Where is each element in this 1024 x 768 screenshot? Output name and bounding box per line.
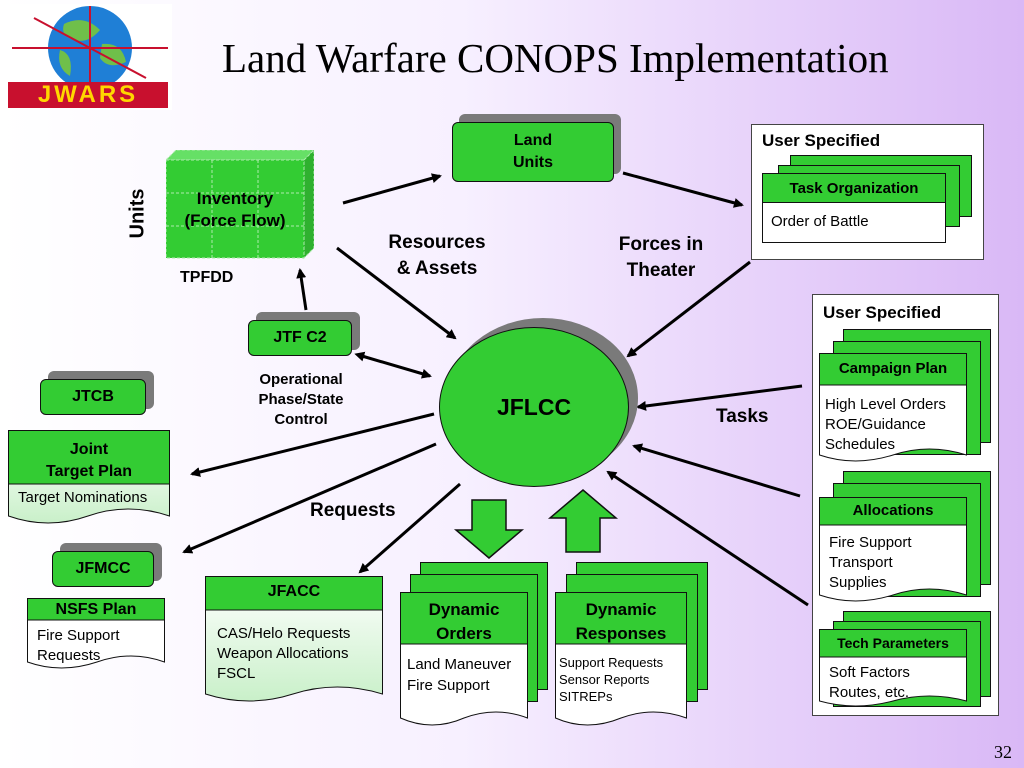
jflcc-label: JFLCC	[496, 393, 572, 420]
tpfdd-label: TPFDD	[180, 269, 234, 286]
dynamic-orders-doc: Dynamic Orders Land Maneuver Fire Suppor…	[400, 592, 528, 734]
arrow-tech-to-jflcc	[606, 470, 809, 607]
jtcb-box: JTCB	[40, 379, 146, 415]
order-of-battle-text: Order of Battle	[771, 213, 869, 230]
dynamic-orders-title-2: Orders	[436, 624, 492, 643]
allocations-doc: Allocations Fire Support Transport Suppl…	[819, 497, 967, 609]
arrow-inventory-to-land	[342, 173, 442, 205]
arrow-jflcc-to-target	[190, 412, 435, 477]
jwars-logo-text: JWARS	[37, 81, 139, 108]
arrow-alloc-to-jflcc	[632, 443, 801, 498]
jfacc-doc: JFACC CAS/Helo Requests Weapon Allocatio…	[205, 576, 383, 708]
arrow-inventory-to-jflcc	[336, 246, 457, 340]
campaign-plan-title: Campaign Plan	[838, 360, 948, 377]
tech-line-2: Routes, etc.	[829, 684, 910, 701]
jfmcc-box: JFMCC	[52, 551, 154, 587]
user-specified-top-title: User Specified	[762, 131, 881, 150]
dynamic-responses-title-1: Dynamic	[585, 600, 657, 619]
inventory-label-1: Inventory	[196, 189, 274, 208]
nsfs-line-1: Fire Support	[37, 627, 120, 644]
joint-target-plan-doc: Joint Target Plan Target Nominations	[8, 430, 170, 528]
user-specified-right-panel: User Specified Campaign Plan High Level …	[812, 294, 999, 716]
joint-target-title-2: Target Plan	[46, 463, 132, 480]
campaign-line-1: High Level Orders	[825, 396, 946, 413]
land-units-label-2: Units	[513, 154, 553, 171]
nsfs-plan-doc: NSFS Plan Fire Support Requests	[27, 598, 165, 676]
arrow-up-responses	[547, 489, 619, 553]
allocations-line-2: Transport	[829, 554, 893, 571]
jfacc-title: JFACC	[267, 583, 321, 600]
land-units-label-1: Land	[513, 132, 553, 149]
arrow-jflcc-to-jfacc	[358, 482, 461, 574]
jfacc-line-1: CAS/Helo Requests	[217, 625, 351, 642]
allocations-title: Allocations	[852, 502, 934, 519]
units-axis-label: Units	[126, 188, 149, 239]
tech-parameters-title: Tech Parameters	[837, 635, 949, 651]
jfacc-line-2: Weapon Allocations	[217, 645, 349, 662]
tech-parameters-doc: Tech Parameters Soft Factors Routes, etc…	[819, 629, 967, 711]
campaign-line-2: ROE/Guidance	[825, 416, 926, 433]
forces-theater-label: Forces in Theater	[618, 234, 704, 281]
inventory-label-2: (Force Flow)	[184, 211, 286, 230]
arrow-land-to-userspec	[622, 171, 744, 208]
arrow-jtf-jflcc	[354, 351, 432, 379]
nsfs-line-2: Requests	[37, 647, 101, 664]
joint-target-title-1: Joint	[69, 441, 109, 458]
jtf-c2-caption: Operational Phase/State Control	[258, 371, 344, 428]
inventory-cube: Inventory (Force Flow)	[164, 148, 316, 260]
tasks-label: Tasks	[716, 406, 769, 427]
campaign-line-3: Schedules	[825, 436, 896, 453]
jtf-c2-box: JTF C2	[248, 320, 352, 356]
dynamic-responses-line-2: Sensor Reports	[559, 672, 650, 687]
jfacc-line-3: FSCL	[217, 665, 256, 682]
tech-line-1: Soft Factors	[829, 664, 910, 681]
arrow-down-orders	[453, 499, 525, 559]
nsfs-plan-title: NSFS Plan	[55, 601, 137, 618]
campaign-plan-doc: Campaign Plan High Level Orders ROE/Guid…	[819, 353, 967, 469]
dynamic-orders-title-1: Dynamic	[428, 600, 500, 619]
allocations-line-3: Supplies	[829, 574, 887, 591]
jflcc-circle: JFLCC	[439, 327, 629, 487]
arrow-userspec-to-jflcc	[626, 260, 751, 358]
page-number: 32	[994, 742, 1012, 762]
jwars-logo: JWARS	[4, 4, 172, 110]
arrow-jflcc-to-jfmcc	[182, 442, 437, 554]
arrow-campaign-to-jflcc	[636, 384, 803, 411]
dynamic-responses-line-1: Support Requests	[559, 655, 664, 670]
task-organization-title: Task Organization	[763, 174, 945, 203]
dynamic-responses-title-2: Responses	[575, 624, 667, 643]
target-nominations-text: Target Nominations	[18, 489, 148, 506]
dynamic-orders-line-2: Fire Support	[407, 677, 490, 694]
allocations-line-1: Fire Support	[829, 534, 912, 551]
requests-label: Requests	[310, 500, 396, 521]
dynamic-responses-line-3: SITREPs	[559, 689, 613, 704]
resources-assets-label: Resources & Assets	[388, 232, 486, 279]
land-units-box: Land Units	[452, 122, 614, 182]
user-specified-right-title: User Specified	[823, 303, 942, 322]
arrow-jtf-to-inventory	[296, 268, 308, 311]
user-specified-top-panel: User Specified Task Organization Order o…	[751, 124, 984, 260]
task-organization-doc: Task Organization Order of Battle	[762, 173, 946, 243]
page-title: Land Warfare CONOPS Implementation	[222, 35, 889, 81]
dynamic-responses-doc: Dynamic Responses Support Requests Senso…	[555, 592, 687, 734]
dynamic-orders-line-1: Land Maneuver	[407, 656, 512, 673]
